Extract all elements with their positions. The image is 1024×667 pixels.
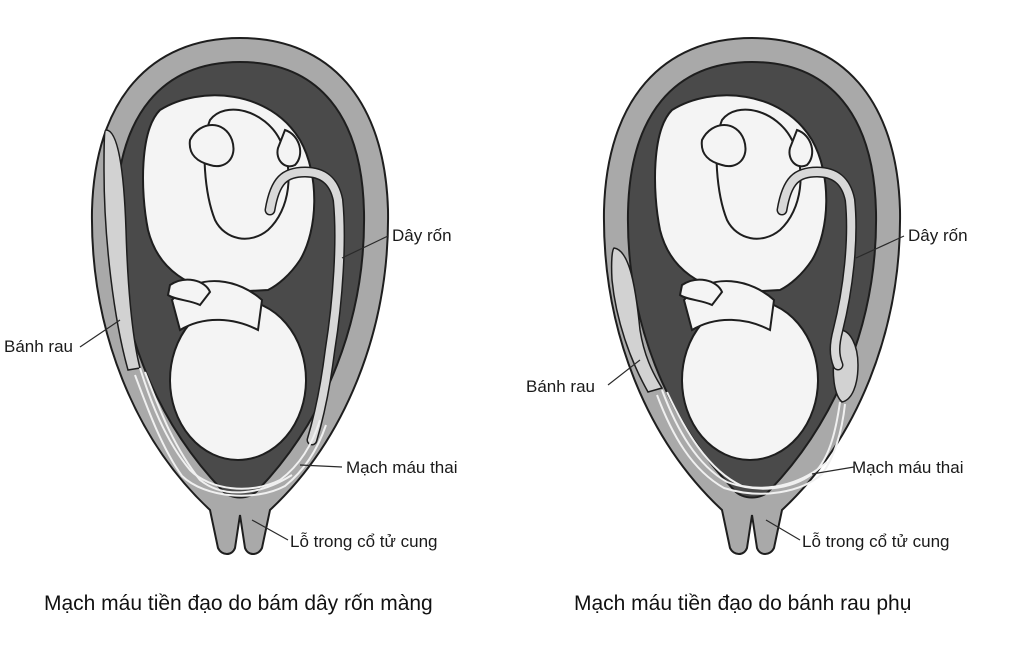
fetal-vessels bbox=[134, 367, 327, 497]
panel-succenturiate-lobe: Dây rốn Bánh rau Mạch máu thai Lỗ trong … bbox=[512, 0, 1024, 667]
label-placenta: Bánh rau bbox=[4, 337, 73, 356]
fetus bbox=[654, 94, 828, 461]
caption-succenturiate: Mạch máu tiền đạo do bánh rau phụ bbox=[574, 592, 912, 615]
placenta bbox=[103, 129, 141, 371]
label-internal-os: Lỗ trong cổ tử cung bbox=[290, 532, 438, 551]
label-placenta: Bánh rau bbox=[526, 377, 595, 396]
label-fetal-vessels: Mạch máu thai bbox=[852, 458, 964, 477]
label-umbilical-cord: Dây rốn bbox=[392, 226, 452, 245]
leader-lines bbox=[607, 235, 905, 541]
placenta bbox=[610, 247, 664, 393]
fetal-vessels bbox=[656, 389, 846, 495]
label-fetal-vessels: Mạch máu thai bbox=[346, 458, 458, 477]
umbilical-cord bbox=[264, 166, 346, 446]
uterus-diagram-succenturiate bbox=[602, 36, 905, 555]
panel-velamentous-insertion: Dây rốn Bánh rau Mạch máu thai Lỗ trong … bbox=[4, 36, 458, 615]
caption-velamentous: Mạch máu tiền đạo do bám dây rốn màng bbox=[44, 592, 433, 615]
leader-lines bbox=[79, 235, 389, 541]
label-internal-os: Lỗ trong cổ tử cung bbox=[802, 532, 950, 551]
umbilical-cord bbox=[776, 166, 857, 371]
uterus-diagram-velamentous bbox=[79, 36, 390, 555]
fetus bbox=[142, 94, 316, 461]
label-umbilical-cord: Dây rốn bbox=[908, 226, 968, 245]
